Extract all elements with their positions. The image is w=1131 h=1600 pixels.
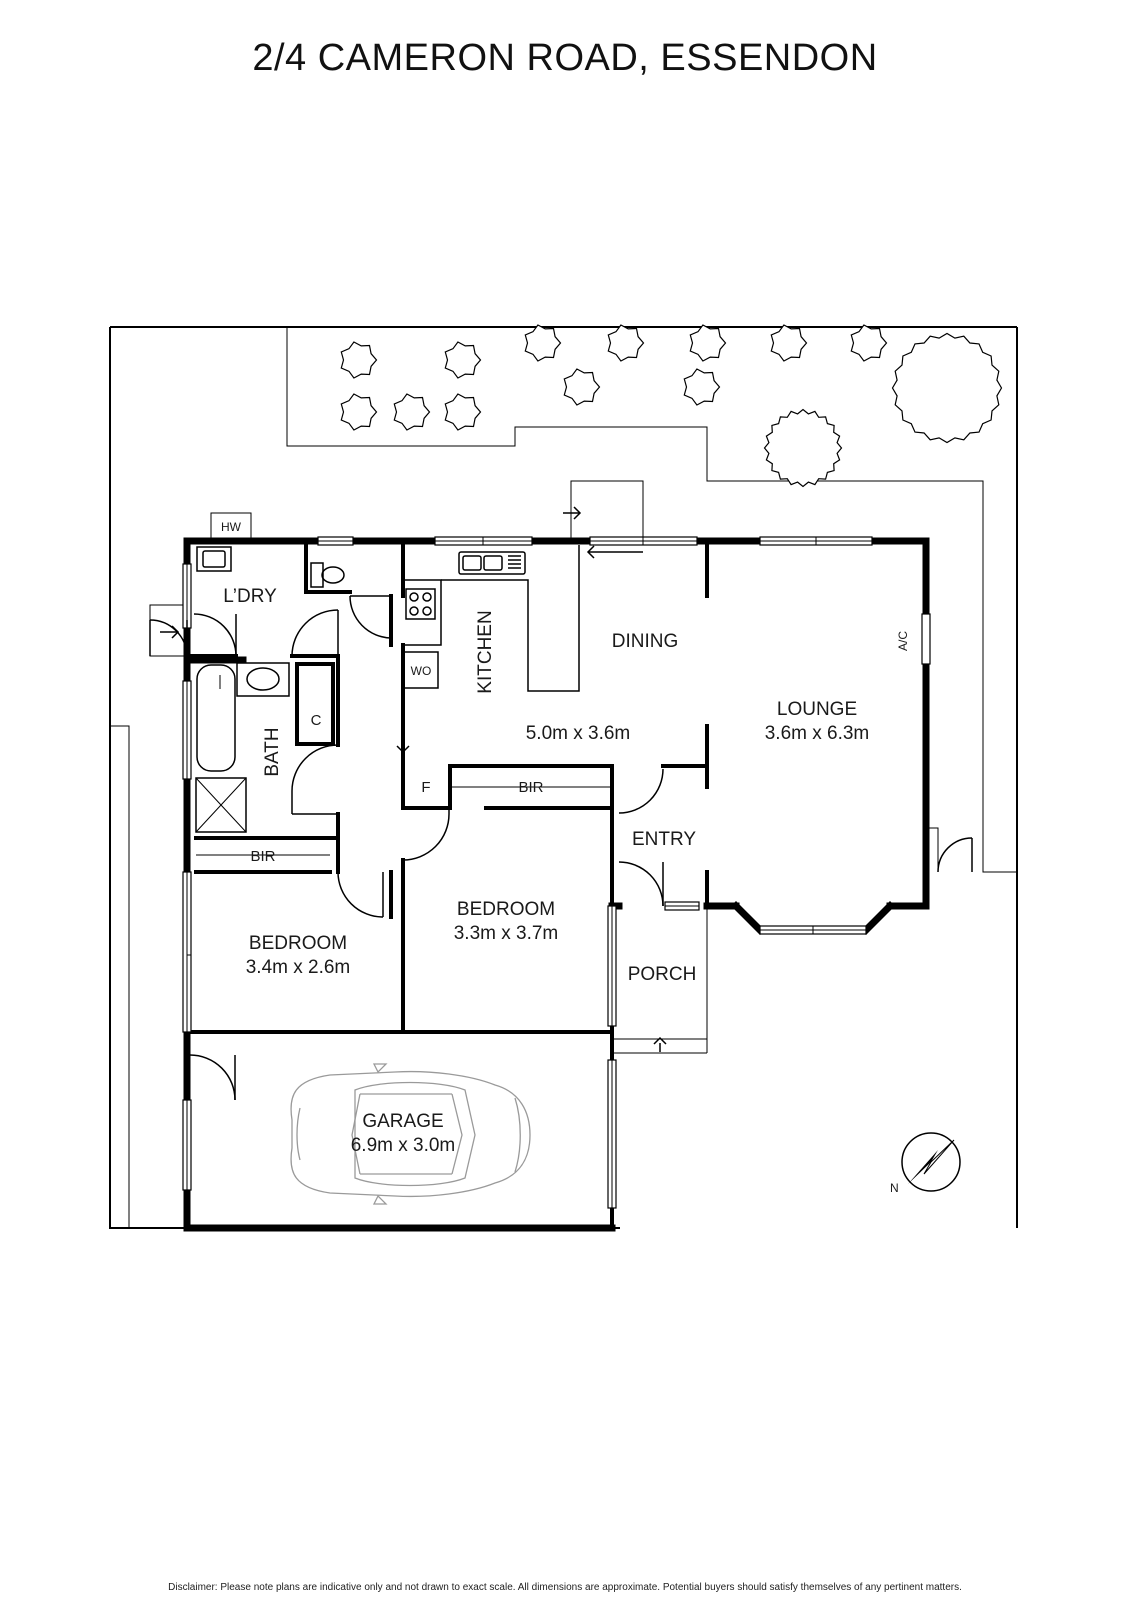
tree-icon [340, 341, 378, 379]
tree-icon [340, 393, 378, 431]
porch-label: PORCH [628, 964, 697, 985]
lounge-label: LOUNGE [777, 699, 857, 720]
tree-icon [444, 341, 482, 379]
bedroom1-label: BEDROOM [249, 933, 347, 954]
dining-label: DINING [612, 631, 679, 652]
sliding-arrows [160, 506, 667, 1052]
windows [182, 536, 931, 1209]
tree-icon [763, 408, 843, 488]
tree-icon [891, 332, 1003, 444]
tree-icon [607, 324, 645, 362]
page-title: 2/4 CAMERON ROAD, ESSENDON [252, 37, 877, 79]
lounge-dims-label: 3.6m x 6.3m [765, 723, 870, 744]
tree-icon [444, 393, 482, 431]
garden-trees [340, 324, 1003, 488]
bath-label: BATH [262, 727, 283, 776]
room-labels: HW L’DRY KITCHEN WO DINING 5.0m x 3.6m L… [221, 520, 910, 1156]
bedroom1-dims-label: 3.4m x 2.6m [246, 957, 351, 978]
garage-dims-label: 6.9m x 3.0m [351, 1135, 456, 1156]
air-con-label: A/C [896, 631, 910, 651]
tree-icon [393, 393, 431, 431]
tree-icon [850, 324, 888, 362]
cupboard-label: C [311, 712, 322, 729]
garden-beds [286, 327, 1017, 873]
fixtures [195, 545, 612, 856]
compass-north-label: N [890, 1181, 899, 1195]
laundry-label: L’DRY [223, 586, 277, 607]
tree-icon [689, 324, 727, 362]
bedroom2-label: BEDROOM [457, 899, 555, 920]
house-walls [183, 537, 930, 1232]
compass-icon: N [890, 1132, 961, 1195]
kitchen-label: KITCHEN [475, 610, 496, 693]
wall-oven-label: WO [411, 664, 432, 678]
bedroom2-dims-label: 3.3m x 3.7m [454, 923, 559, 944]
tree-icon [563, 368, 601, 406]
tree-icon [524, 324, 562, 362]
garage-label: GARAGE [362, 1111, 443, 1132]
door-swings [149, 595, 973, 1101]
entry-label: ENTRY [632, 829, 696, 850]
car-outline [290, 1063, 531, 1205]
tree-icon [683, 368, 721, 406]
disclaimer-text: Disclaimer: Please note plans are indica… [168, 1582, 962, 1593]
hot-water-label: HW [221, 520, 242, 534]
tree-icon [770, 324, 808, 362]
bir-bed2-label: BIR [518, 779, 543, 796]
fridge-label: F [421, 779, 430, 796]
bir-hall-label: BIR [250, 848, 275, 865]
living-dims-label: 5.0m x 3.6m [526, 723, 631, 744]
